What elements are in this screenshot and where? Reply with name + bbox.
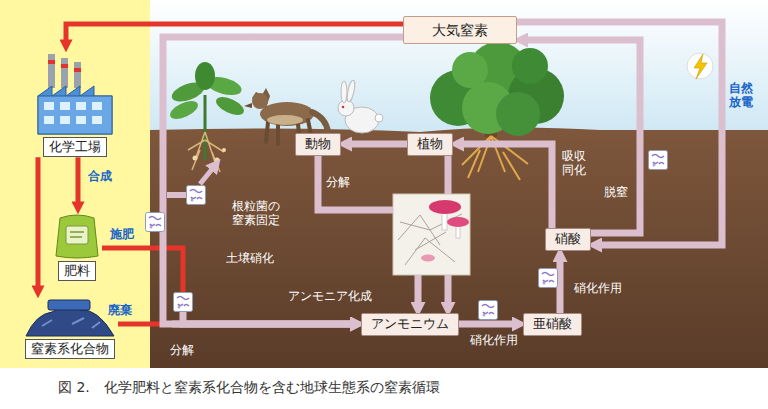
node-label: アンモニウム [371, 316, 449, 331]
rabbit-illustration [338, 80, 383, 133]
process-box: 植物 [407, 133, 453, 156]
annotation-label: 分解 [170, 344, 194, 358]
edge-label: 自然放電 [729, 82, 753, 110]
connector-stroke [163, 37, 403, 324]
flow-arrow [459, 324, 515, 325]
edge-label: 脱窒 [604, 186, 628, 200]
node-picture [52, 212, 102, 260]
flow-arrow [163, 37, 403, 324]
plant-illustration [167, 62, 246, 172]
node-label: 動物 [305, 136, 331, 151]
flow-arrow [102, 248, 353, 324]
process-box: アンモニウム [361, 313, 459, 336]
connector-stroke [102, 248, 183, 300]
node-label: 化学工場 [43, 137, 107, 157]
edge-label: 分解 [326, 176, 350, 190]
flow-arrow [517, 22, 722, 245]
process-box: 大気窒素 [403, 16, 517, 44]
connector-stroke [36, 157, 41, 288]
node-label: 肥料 [58, 261, 96, 281]
node-picture [30, 50, 120, 136]
node-label: 植物 [417, 136, 443, 151]
annotation-label: 根粒菌の窒素固定 [232, 200, 280, 228]
flow-arrow [349, 144, 407, 145]
edge-label: 合成 [88, 170, 112, 184]
lightning-icon [687, 53, 713, 79]
flow-arrow [78, 157, 79, 204]
edge-label: 硝化作用 [470, 334, 518, 348]
node-label: 硝酸 [555, 231, 581, 246]
fungi-panel [393, 194, 470, 275]
node-label: 亜硝酸 [533, 316, 572, 331]
edge-label: 廃棄 [108, 304, 132, 318]
flow-arrow [560, 259, 561, 313]
edge-label: 硝化作用 [574, 282, 622, 296]
connector-stroke [76, 157, 81, 204]
connector-stroke [517, 22, 722, 245]
pictured-node: 化学工場 [30, 50, 120, 157]
node-picture [22, 296, 118, 338]
flow-arrow [38, 157, 39, 288]
edge-label: 施肥 [110, 228, 134, 242]
connector-stroke [459, 321, 515, 328]
annotation-label: 土壌硝化 [226, 252, 274, 266]
connector-stroke [525, 40, 640, 233]
edge-label: 吸収同化 [562, 150, 586, 178]
pictured-node: 肥料 [52, 212, 102, 281]
annotation-label: アンモニア化成 [288, 290, 372, 304]
process-box: 硝酸 [545, 228, 591, 251]
node-label: 窒素系化合物 [25, 339, 115, 359]
node-label: 大気窒素 [432, 22, 488, 38]
flow-arrow [525, 40, 640, 233]
pictured-node: 窒素系化合物 [22, 296, 118, 359]
connector-stroke [183, 300, 353, 324]
flow-arrow [461, 144, 552, 228]
process-box: 亜硝酸 [523, 313, 582, 336]
process-box: 動物 [295, 133, 341, 156]
connector-stroke [461, 144, 552, 228]
figure-caption: 図 2. 化学肥料と窒素系化合物を含む地球生態系の窒素循環 [58, 379, 440, 397]
connector-stroke [349, 141, 407, 148]
